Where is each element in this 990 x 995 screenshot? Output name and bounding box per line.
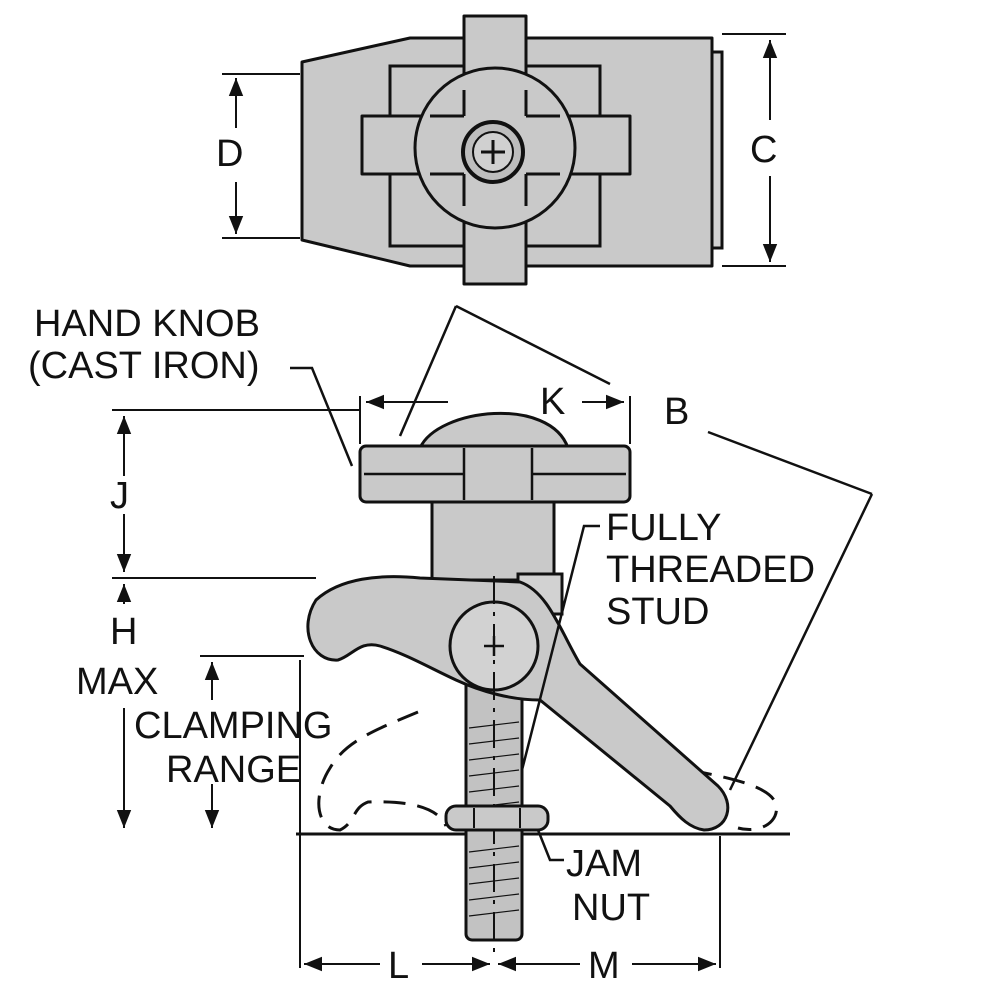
label-h: H	[110, 611, 137, 653]
stud-leader	[520, 524, 600, 771]
hand-knob-body	[358, 444, 632, 504]
label-k: K	[540, 381, 565, 423]
label-m: M	[588, 945, 620, 987]
knob-stem	[430, 498, 556, 582]
label-nut: NUT	[572, 887, 650, 929]
label-threaded: THREADED	[606, 549, 815, 591]
hand-knob-dome	[418, 411, 570, 450]
label-l: L	[388, 945, 409, 987]
hand-knob-facets	[364, 448, 626, 500]
label-clamping: CLAMPING	[134, 705, 332, 747]
label-fully: FULLY	[606, 507, 721, 549]
dim-b-lines	[398, 304, 874, 791]
dim-j-extension-lines	[112, 409, 360, 579]
label-d: D	[216, 133, 243, 175]
dim-k-extension-lines	[359, 396, 631, 444]
stud-center-plus-icon	[481, 140, 505, 164]
label-b: B	[664, 391, 689, 433]
knob-arm-joins	[430, 90, 560, 206]
clamp-arm-dashed-position	[317, 710, 448, 832]
label-max: MAX	[76, 661, 158, 703]
label-stud: STUD	[606, 591, 709, 633]
jam-nut	[444, 804, 550, 832]
clamp-end-edge	[710, 50, 724, 250]
side-view: K B J H MAX CLAMPING RANGE HAND KNOB (CA…	[28, 303, 874, 987]
hand-knob-leader	[290, 366, 354, 467]
jam-nut-leader	[536, 829, 564, 862]
label-hand-knob: HAND KNOB	[34, 303, 260, 345]
top-view: D C	[216, 14, 786, 286]
label-cast-iron: (CAST IRON)	[28, 345, 260, 387]
clamp-arm	[306, 575, 730, 832]
label-c: C	[750, 129, 777, 171]
dim-lm-extension-lines	[299, 660, 721, 968]
label-jam: JAM	[566, 843, 642, 885]
dim-d-extension-lines	[222, 73, 300, 239]
label-j: J	[110, 475, 129, 517]
label-range: RANGE	[166, 749, 301, 791]
jam-nut-facets	[473, 808, 521, 828]
dim-c-extension-lines	[722, 33, 786, 267]
